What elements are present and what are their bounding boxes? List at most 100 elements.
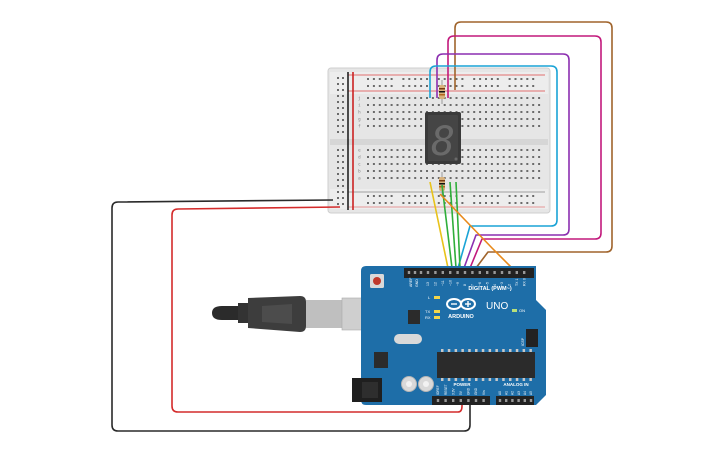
breadboard-hole[interactable] [526,177,529,179]
breadboard-hole[interactable] [455,104,458,106]
rail-hole[interactable] [508,85,511,87]
breadboard-hole[interactable] [520,125,523,127]
analog-pin[interactable] [511,399,514,402]
breadboard-hole[interactable] [426,177,428,179]
breadboard-hole[interactable] [538,163,541,165]
rail-hole[interactable] [473,202,476,204]
breadboard-hole[interactable] [526,163,529,165]
breadboard-hole[interactable] [402,118,405,120]
rail-hole[interactable] [337,173,339,175]
rail-hole[interactable] [461,78,464,80]
breadboard-hole[interactable] [479,118,482,120]
breadboard-hole[interactable] [508,163,511,165]
rail-hole[interactable] [337,167,339,169]
breadboard-hole[interactable] [532,177,535,179]
breadboard-hole[interactable] [490,104,493,106]
breadboard-hole[interactable] [532,97,535,99]
breadboard-hole[interactable] [367,118,369,120]
breadboard-hole[interactable] [426,97,428,99]
breadboard-hole[interactable] [372,170,375,172]
breadboard-hole[interactable] [414,125,417,127]
rail-hole[interactable] [514,85,517,87]
breadboard-hole[interactable] [473,170,476,172]
rail-hole[interactable] [426,195,428,197]
rail-hole[interactable] [508,195,511,197]
wire-cyan[interactable] [429,65,558,269]
breadboard-hole[interactable] [526,170,529,172]
breadboard-hole[interactable] [449,177,452,179]
breadboard-hole[interactable] [485,170,487,172]
rail-hole[interactable] [526,202,529,204]
wire-magenta[interactable] [447,35,602,269]
rail-hole[interactable] [337,149,339,151]
digital-pin[interactable] [471,271,474,274]
digital-pin[interactable] [523,271,526,274]
breadboard-hole[interactable] [431,97,434,99]
breadboard-hole[interactable] [408,177,411,179]
rail-hole[interactable] [532,195,535,197]
rail-hole[interactable] [461,85,464,87]
breadboard-hole[interactable] [508,177,511,179]
breadboard-hole[interactable] [502,149,505,151]
breadboard-hole[interactable] [526,104,529,106]
breadboard-hole[interactable] [526,156,529,158]
rail-hole[interactable] [455,78,458,80]
rail-hole[interactable] [372,202,375,204]
rail-hole[interactable] [342,191,344,193]
rail-hole[interactable] [337,203,339,205]
rail-hole[interactable] [337,197,339,199]
breadboard-hole[interactable] [479,97,482,99]
rail-hole[interactable] [461,195,464,197]
rail-hole[interactable] [455,85,458,87]
breadboard-hole[interactable] [367,97,369,99]
rail-hole[interactable] [342,179,344,181]
rail-hole[interactable] [342,167,344,169]
rail-hole[interactable] [426,85,428,87]
rail-hole[interactable] [378,85,381,87]
breadboard-hole[interactable] [408,111,411,113]
breadboard-hole[interactable] [508,111,511,113]
rail-hole[interactable] [532,202,535,204]
breadboard-hole[interactable] [502,163,505,165]
breadboard-hole[interactable] [414,149,417,151]
breadboard-hole[interactable] [372,118,375,120]
breadboard-hole[interactable] [372,156,375,158]
breadboard-hole[interactable] [508,125,511,127]
breadboard-hole[interactable] [378,118,381,120]
rail-hole[interactable] [408,195,411,197]
rail-hole[interactable] [514,78,517,80]
breadboard-hole[interactable] [485,104,487,106]
breadboard-hole[interactable] [532,163,535,165]
header-pin[interactable] [407,271,411,274]
rail-hole[interactable] [449,78,452,80]
breadboard-hole[interactable] [378,97,381,99]
breadboard-hole[interactable] [485,111,487,113]
seven-segment-display[interactable]: 8 [425,112,461,165]
breadboard-hole[interactable] [514,125,517,127]
rail-hole[interactable] [473,85,476,87]
breadboard-hole[interactable] [372,97,375,99]
breadboard-hole[interactable] [384,111,387,113]
analog-header[interactable] [496,396,534,405]
breadboard-hole[interactable] [461,156,464,158]
rail-hole[interactable] [514,202,517,204]
rail-hole[interactable] [337,113,339,115]
rail-hole[interactable] [526,85,529,87]
breadboard-hole[interactable] [520,97,523,99]
breadboard-hole[interactable] [372,149,375,151]
breadboard-hole[interactable] [479,125,482,127]
breadboard-hole[interactable] [455,170,458,172]
rail-hole[interactable] [408,202,411,204]
rail-hole[interactable] [408,85,411,87]
breadboard-hole[interactable] [396,163,399,165]
breadboard-hole[interactable] [485,156,487,158]
breadboard-hole[interactable] [420,163,423,165]
rail-hole[interactable] [449,202,452,204]
breadboard-hole[interactable] [490,177,493,179]
breadboard-hole[interactable] [490,118,493,120]
rail-hole[interactable] [414,195,417,197]
breadboard-hole[interactable] [378,170,381,172]
rail-hole[interactable] [337,131,339,133]
breadboard-hole[interactable] [485,97,487,99]
breadboard-hole[interactable] [461,118,464,120]
